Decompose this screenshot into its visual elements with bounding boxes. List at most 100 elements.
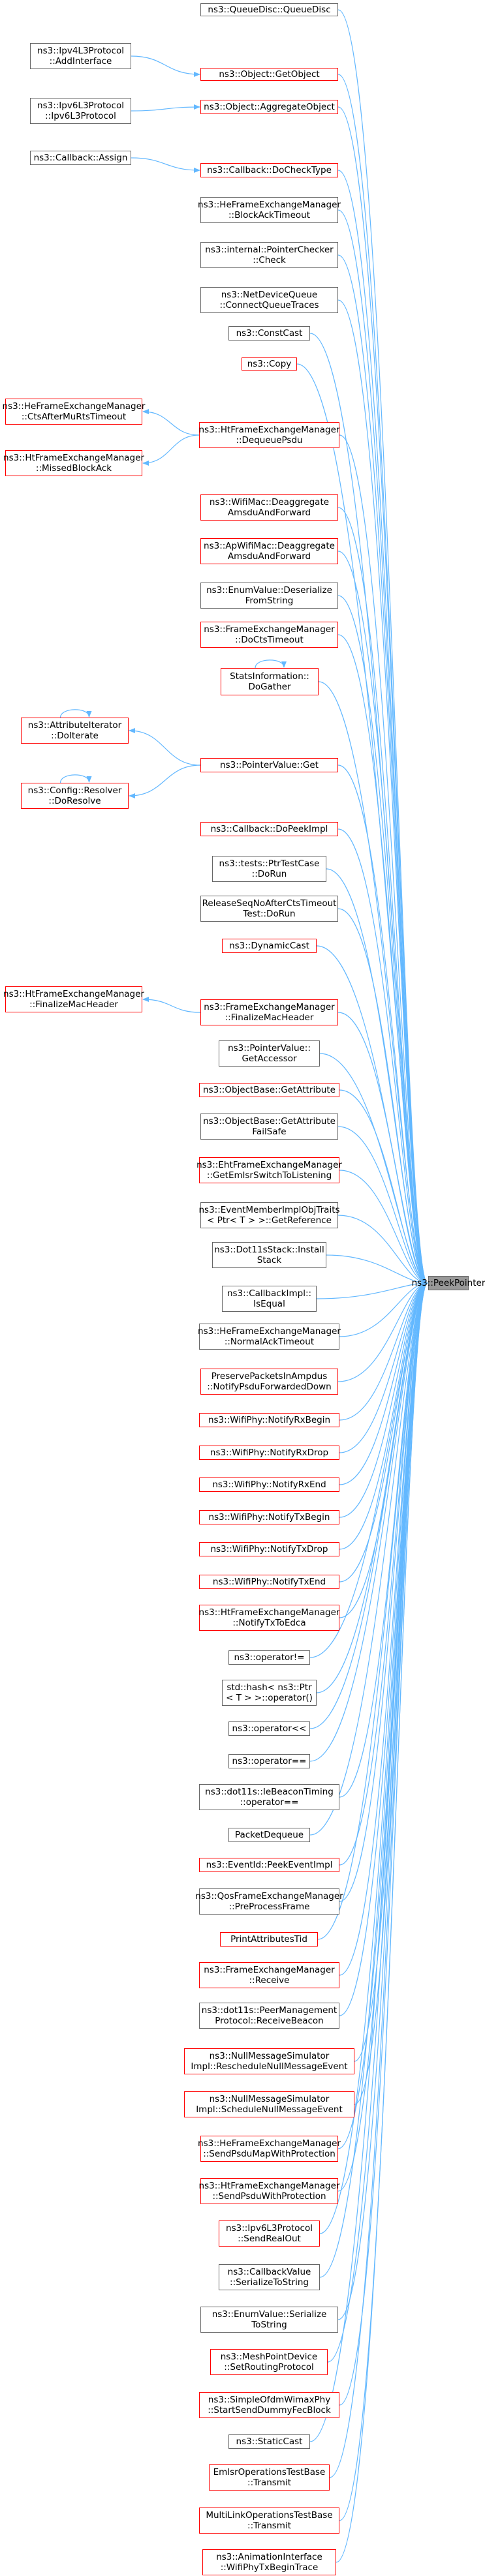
caller-node[interactable]: ns3::SimpleOfdmWimaxPhy::StartSendDummyF… (199, 2392, 339, 2418)
caller-node-label-line: ns3::HtFrameExchangeManager (3, 453, 144, 463)
caller-node[interactable]: ns3::CallbackImpl::IsEqual (222, 1286, 317, 1312)
caller-node[interactable]: ns3::Object::AggregateObject (200, 100, 338, 114)
caller-node[interactable]: ns3::QosFrameExchangeManager::PreProcess… (195, 1888, 343, 1915)
caller-node[interactable]: ns3::FrameExchangeManager::FinalizeMacHe… (200, 999, 338, 1025)
caller-node-label-line: ns3::WifiPhy::NotifyTxBegin (208, 1512, 330, 1523)
caller-node[interactable]: PreservePacketsInAmpdus::NotifyPsduForwa… (200, 1369, 338, 1395)
edge-n28-to-target (337, 1012, 428, 1286)
caller-node[interactable]: ns3::Config::Resolver::DoResolve (21, 783, 129, 809)
caller-node-label-line: ns3::operator<< (232, 1723, 307, 1734)
caller-node-label-line: ns3::HtFrameExchangeManager (198, 2181, 340, 2191)
caller-node-label-line: DoGather (248, 682, 291, 692)
caller-node-label-line: std::hash< ns3::Ptr (227, 1682, 312, 1693)
caller-node[interactable]: ns3::DynamicCast (222, 939, 317, 953)
caller-node[interactable]: ns3::HtFrameExchangeManager::FinalizeMac… (3, 986, 144, 1012)
caller-node[interactable]: ns3::PointerValue::GetAccessor (219, 1040, 320, 1067)
caller-node[interactable]: ns3::WifiPhy::NotifyTxDrop (199, 1542, 339, 1556)
caller-node[interactable]: ns3::HeFrameExchangeManager::SendPsduMap… (198, 2136, 341, 2162)
caller-node[interactable]: ns3::WifiPhy::NotifyRxBegin (199, 1413, 339, 1427)
caller-node[interactable]: std::hash< ns3::Ptr< T > >::operator() (222, 1680, 317, 1706)
target-node-peekpointer[interactable]: ns3::PeekPointer (412, 1276, 485, 1290)
caller-node-label-line: ns3::EventId::PeekEventImpl (206, 1860, 333, 1870)
caller-node[interactable]: ns3::WifiPhy::NotifyRxEnd (199, 1477, 339, 1492)
caller-node[interactable]: ns3::NetDeviceQueue::ConnectQueueTraces (200, 287, 338, 313)
edge-n21-to-target (337, 765, 428, 1286)
caller-node[interactable]: ns3::HtFrameExchangeManager::MissedBlock… (3, 450, 144, 476)
edge-n67-to-target (339, 1280, 428, 2521)
caller-node[interactable]: ns3::WifiPhy::NotifyTxEnd (199, 1575, 339, 1589)
caller-node-label-line: ns3::HtFrameExchangeManager (3, 989, 144, 999)
caller-node[interactable]: ns3::Callback::DoPeekImpl (200, 822, 338, 836)
caller-node[interactable]: ns3::Callback::DoCheckType (200, 163, 338, 177)
caller-node[interactable]: ns3::ConstCast (228, 326, 310, 341)
edge-n45-to-target (309, 1280, 428, 1658)
caller-node-label-line: ns3::WifiPhy::NotifyRxBegin (208, 1415, 331, 1425)
edge-n22-self-loop (59, 774, 92, 783)
caller-node[interactable]: ns3::AnimationInterface::WifiPhyTxBeginT… (202, 2549, 336, 2575)
caller-node[interactable]: ns3::MeshPointDevice::SetRoutingProtocol (210, 2349, 328, 2375)
caller-node[interactable]: ns3::internal::PointerChecker::Check (200, 242, 338, 268)
caller-node-label-line: ns3::WifiPhy::NotifyRxEnd (212, 1479, 326, 1490)
caller-node[interactable]: ns3::FrameExchangeManager::DoCtsTimeout (200, 622, 338, 648)
edge-n5-to-n6 (131, 157, 200, 173)
caller-node[interactable]: ns3::Object::GetObject (200, 68, 338, 81)
caller-node-label-line: ns3::CallbackValue (227, 2267, 311, 2277)
caller-node[interactable]: ns3::WifiPhy::NotifyTxBegin (199, 1510, 339, 1524)
caller-node-label-line: ns3::Callback::Assign (33, 153, 128, 163)
caller-node[interactable]: ns3::HtFrameExchangeManager::DequeuePsdu (199, 422, 339, 448)
caller-node[interactable]: ns3::Callback::Assign (30, 151, 131, 165)
caller-node[interactable]: ns3::PointerValue::Get (200, 758, 338, 772)
caller-node-label-line: ns3::WifiMac::Deaggregate (209, 497, 330, 508)
caller-node[interactable]: ns3::ObjectBase::GetAttribute (199, 1083, 339, 1097)
caller-node[interactable]: ns3::EventMemberImplObjTraits< Ptr< T > … (198, 1202, 340, 1228)
call-edges (59, 9, 428, 2563)
caller-node[interactable]: ns3::Ipv4L3Protocol::AddInterface (30, 43, 131, 69)
caller-node[interactable]: ns3::Ipv6L3Protocol::Ipv6L3Protocol (30, 98, 131, 124)
caller-node[interactable]: ns3::WifiPhy::NotifyRxDrop (199, 1446, 339, 1460)
caller-node[interactable]: ns3::tests::PtrTestCase::DoRun (212, 856, 326, 882)
caller-node[interactable]: StatsInformation::DoGather (221, 668, 319, 695)
caller-node-label-line: ns3::Ipv6L3Protocol (226, 2223, 313, 2234)
caller-node-label-line: Test::DoRun (243, 909, 296, 919)
caller-node[interactable]: ns3::HeFrameExchangeManager::CtsAfterMuR… (3, 399, 145, 425)
caller-node[interactable]: ns3::AttributeIterator::DoIterate (21, 718, 129, 744)
caller-node-label-line: MultiLinkOperationsTestBase (206, 2510, 333, 2521)
caller-node-label-line: ns3::NullMessageSimulator (209, 2051, 330, 2061)
caller-node-label-line: ns3::Callback::DoCheckType (207, 165, 332, 175)
caller-node[interactable]: ns3::EhtFrameExchangeManager::GetEmlsrSw… (196, 1157, 342, 1183)
caller-node[interactable]: ns3::HtFrameExchangeManager::SendPsduWit… (198, 2178, 340, 2204)
caller-node[interactable]: ns3::operator!= (228, 1650, 310, 1665)
caller-node[interactable]: ns3::EventId::PeekEventImpl (199, 1858, 339, 1872)
caller-node[interactable]: ns3::StaticCast (228, 2434, 310, 2449)
caller-node[interactable]: ns3::HtFrameExchangeManager::NotifyTxToE… (199, 1605, 339, 1631)
caller-node[interactable]: ns3::FrameExchangeManager::Receive (199, 1962, 339, 1988)
caller-node[interactable]: ns3::HeFrameExchangeManager::NormalAckTi… (198, 1324, 341, 1350)
caller-node-label-line: ::Transmit (247, 2478, 291, 2488)
caller-node[interactable]: ns3::dot11s::IeBeaconTiming::operator== (199, 1784, 339, 1810)
caller-node[interactable]: ns3::operator== (228, 1754, 310, 1768)
caller-node[interactable]: ns3::QueueDisc::QueueDisc (200, 3, 338, 16)
caller-node[interactable]: ns3::operator<< (228, 1721, 310, 1736)
caller-node-label-line: ns3::Callback::DoPeekImpl (210, 824, 328, 834)
caller-node[interactable]: EmlsrOperationsTestBase::Transmit (209, 2464, 330, 2491)
caller-node[interactable]: ns3::Copy (242, 357, 297, 371)
caller-node[interactable]: PrintAttributesTid (220, 1932, 318, 1947)
caller-node[interactable]: MultiLinkOperationsTestBase::Transmit (199, 2508, 339, 2534)
edge-n65-to-target (309, 1280, 428, 2442)
caller-node[interactable]: ns3::CallbackValue::SerializeToString (219, 2264, 320, 2290)
caller-node[interactable]: ns3::Ipv6L3Protocol::SendRealOut (219, 2220, 320, 2247)
caller-node[interactable]: PacketDequeue (228, 1828, 310, 1842)
caller-node-label-line: ns3::tests::PtrTestCase (219, 858, 320, 869)
caller-node-label-line: ::NormalAckTimeout (224, 1337, 315, 1347)
caller-node[interactable]: ns3::HeFrameExchangeManager::BlockAckTim… (198, 197, 341, 223)
